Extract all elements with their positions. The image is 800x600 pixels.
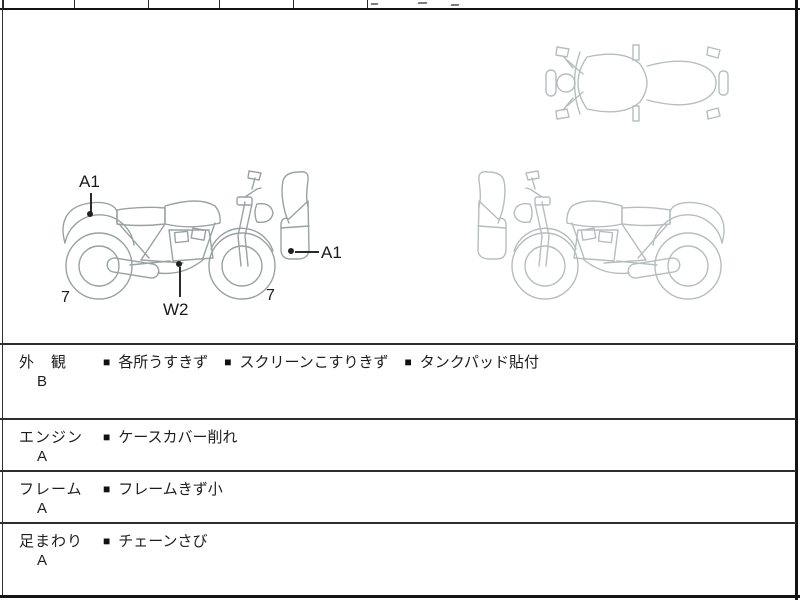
rear-tire-grade: 7 xyxy=(61,289,70,306)
damage-label-rear-cowl: A1 xyxy=(79,172,100,191)
section-grade: A xyxy=(37,500,48,517)
table-divider xyxy=(219,0,220,9)
condition-section-exterior: 外 観 B ■ 各所うすきず ■ スクリーンこすりきず ■ タンクパッド貼付 xyxy=(0,343,796,418)
bullet-square-icon: ■ xyxy=(103,533,111,548)
clipped-text-fragment xyxy=(370,3,379,5)
section-label: エンジン xyxy=(19,429,84,446)
condition-item: チェーンさび xyxy=(118,533,208,550)
leader-dot xyxy=(87,211,93,217)
leader-dot xyxy=(176,261,182,267)
motorcycle-top-view-diagram xyxy=(545,44,729,122)
condition-item: スクリーンこすりきず xyxy=(239,354,389,371)
leader-line xyxy=(295,251,319,253)
clipped-text-fragment xyxy=(417,2,428,4)
bullet-square-icon: ■ xyxy=(404,354,412,369)
sheet-bottom-border xyxy=(0,595,800,598)
damage-label-front-fairing: A1 xyxy=(321,243,342,262)
table-divider xyxy=(3,0,4,9)
section-label: フレーム xyxy=(19,481,83,498)
sheet-right-border xyxy=(795,0,798,600)
condition-item: タンクパッド貼付 xyxy=(419,354,539,371)
leader-line xyxy=(179,267,181,297)
section-label: 足まわり xyxy=(19,533,84,550)
bullet-square-icon: ■ xyxy=(103,481,111,496)
bullet-square-icon: ■ xyxy=(103,429,111,444)
table-divider xyxy=(367,0,368,9)
condition-section-engine: エンジン A ■ ケースカバー削れ xyxy=(0,418,796,470)
condition-item: ケースカバー削れ xyxy=(118,429,238,446)
condition-item: 各所うすきず xyxy=(118,354,209,371)
table-divider xyxy=(148,0,149,9)
damage-label-engine: W2 xyxy=(163,300,189,319)
clipped-text-fragment xyxy=(450,4,460,6)
motorcycle-left-side-diagram xyxy=(477,170,725,300)
front-tire-grade: 7 xyxy=(266,287,275,304)
table-divider xyxy=(293,0,294,9)
table-bottom-border xyxy=(0,8,800,10)
section-grade: A xyxy=(37,552,48,569)
sheet-left-border xyxy=(2,0,3,598)
section-grade: A xyxy=(37,448,48,465)
leader-dot xyxy=(288,248,294,254)
condition-section-frame: フレーム A ■ フレームきず小 xyxy=(0,470,796,522)
section-label: 外 観 xyxy=(19,354,68,371)
condition-section-undercarriage: 足まわり A ■ チェーンさび xyxy=(0,522,796,595)
bullet-square-icon: ■ xyxy=(224,354,232,369)
leader-line xyxy=(90,193,92,212)
condition-item: フレームきず小 xyxy=(118,481,223,498)
table-divider xyxy=(74,0,75,9)
bullet-square-icon: ■ xyxy=(103,354,111,369)
section-grade: B xyxy=(37,373,48,390)
